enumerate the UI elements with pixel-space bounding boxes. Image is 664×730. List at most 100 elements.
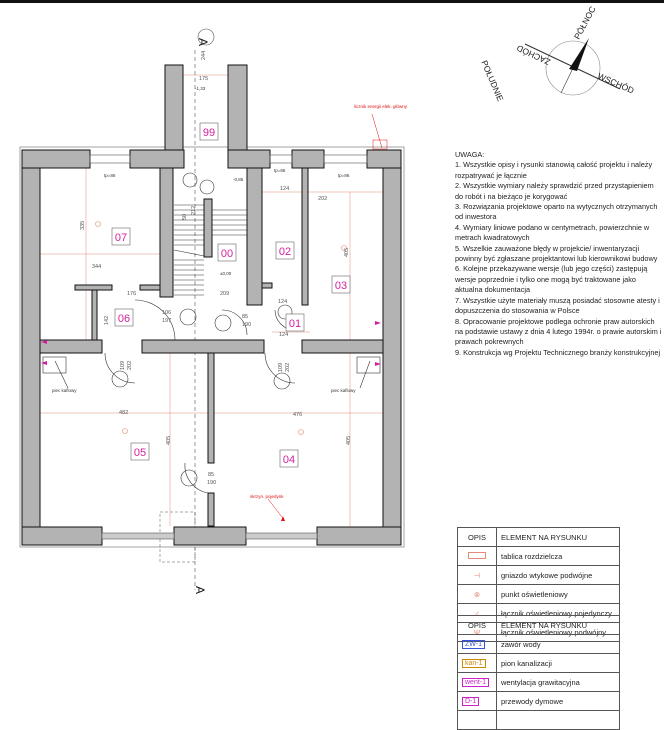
legend-row: gniazdo wtykowe podwójne <box>496 565 620 585</box>
svg-text:244: 244 <box>201 51 207 60</box>
note-item: 8. Opracowanie projektowe podlega ochron… <box>455 316 662 347</box>
legend-row: przewody dymowe <box>496 691 620 711</box>
svg-text:85: 85 <box>208 472 214 478</box>
svg-text:109: 109 <box>120 361 126 370</box>
building-outline <box>19 146 405 548</box>
room-99: 99 <box>203 127 215 139</box>
junction-label: skrzyn. pojedynk <box>250 494 284 499</box>
legend-header: ELEMENT NA RYSUNKU <box>496 615 620 635</box>
svg-text:202: 202 <box>285 363 291 372</box>
svg-text:405: 405 <box>346 436 352 445</box>
notes-title: UWAGA: <box>455 150 485 159</box>
svg-text:109: 109 <box>278 363 284 372</box>
tp-label: tp=85 <box>274 168 286 173</box>
svg-text:A: A <box>193 586 207 594</box>
svg-text:405: 405 <box>344 248 350 257</box>
socket-icon: ⊣ <box>457 565 497 585</box>
level-label: -0,85 <box>233 177 244 182</box>
svg-text:476: 476 <box>293 412 302 418</box>
note-item: 1. Wszystkie opisy i rysunki stanowią ca… <box>455 160 653 180</box>
water-valve-code: ZW-1 <box>462 640 485 649</box>
legend-header: OPIS <box>457 615 497 635</box>
room-07: 07 <box>115 232 127 244</box>
legend-header: OPIS <box>457 527 497 547</box>
svg-text:142: 142 <box>104 316 110 325</box>
ventilation-code: went-1 <box>462 678 490 687</box>
svg-text:106: 106 <box>162 310 171 316</box>
room-01: 01 <box>289 318 301 330</box>
stove-left <box>42 356 67 374</box>
svg-text:482: 482 <box>119 410 128 416</box>
svg-text:A: A <box>196 38 210 46</box>
dimension-labels: 175 124 244 335 344 176 142 106 197 85 1… <box>80 51 352 486</box>
legend-row: zawór wody <box>496 634 620 654</box>
north-arrow-icon <box>569 38 589 71</box>
level-label: ±0,00 <box>220 271 232 276</box>
lighting-points <box>95 221 347 435</box>
room-00: 00 <box>221 248 233 260</box>
note-item: 6. Kolejne przekazywane wersje (lub jego… <box>455 264 648 295</box>
svg-text:ZACHÓD: ZACHÓD <box>515 43 552 67</box>
tp-label: tp=86 <box>338 173 350 178</box>
level-label: -1,33 <box>195 86 206 91</box>
stove-right <box>356 356 381 374</box>
svg-text:POŁUDNIE: POŁUDNIE <box>479 59 505 103</box>
room-05: 05 <box>134 447 146 459</box>
svg-text:197: 197 <box>162 318 171 324</box>
svg-text:50: 50 <box>182 214 188 220</box>
svg-text:124: 124 <box>278 299 287 305</box>
light-point-icon: ⊗ <box>457 584 497 604</box>
tp-label: tp=86 <box>104 173 116 178</box>
legend-row: punkt oświetleniowy <box>496 584 620 604</box>
sewer-code: kan-1 <box>462 659 486 668</box>
windows <box>89 154 368 540</box>
svg-text:85: 85 <box>242 314 248 320</box>
legend-row: pion kanalizacji <box>496 653 620 673</box>
note-item: 2. Wszystkie wymiary należy sprawdzić pr… <box>455 181 654 201</box>
svg-text:212: 212 <box>191 206 197 215</box>
room-labels: 99 07 00 02 03 06 01 05 04 <box>111 122 351 468</box>
svg-text:124: 124 <box>279 332 288 338</box>
room-04: 04 <box>283 454 295 466</box>
svg-text:190: 190 <box>242 322 251 328</box>
installation-markers <box>41 321 381 521</box>
svg-text:202: 202 <box>318 196 327 202</box>
room-06: 06 <box>118 313 130 325</box>
room-03: 03 <box>335 280 347 292</box>
svg-text:PÓŁNOC: PÓŁNOC <box>572 5 598 41</box>
floor-plan: 99 07 00 02 03 06 01 05 04 175 124 244 3… <box>19 5 636 594</box>
note-item: 7. Wszystkie użyte materiały muszą posia… <box>455 295 660 316</box>
svg-text:190: 190 <box>207 480 216 486</box>
compass: PÓŁNOC WSCHÓD POŁUDNIE ZACHÓD <box>479 5 635 103</box>
stove-left-label: piec kaflowy <box>52 388 77 393</box>
notes: UWAGA: 1. Wszystkie opisy i rysunki stan… <box>455 150 663 358</box>
doors <box>104 172 296 494</box>
svg-text:176: 176 <box>127 291 136 297</box>
legend-header: ELEMENT NA RYSUNKU <box>496 527 620 547</box>
note-item: 5. Wszelkie zauważone błędy w projekcie/… <box>455 243 658 264</box>
svg-text:202: 202 <box>127 361 133 370</box>
stove-right-label: piec kaflowy <box>331 388 356 393</box>
svg-text:124: 124 <box>280 186 289 192</box>
meter-label: licznik energii elek. główny <box>354 104 408 109</box>
note-item: 9. Konstrukcja wg Projektu Technicznego … <box>455 347 661 357</box>
flue-code: D-1 <box>462 697 480 706</box>
distribution-board <box>372 139 388 150</box>
distribution-board-icon <box>468 551 486 559</box>
svg-text:209: 209 <box>220 291 229 297</box>
legend-row: wentylacja grawitacyjna <box>496 672 620 692</box>
svg-text:405: 405 <box>166 436 172 445</box>
top-border <box>0 0 664 3</box>
room-02: 02 <box>279 246 291 258</box>
staircase <box>173 204 247 296</box>
section-marker-bottom: A <box>193 586 207 594</box>
svg-text:175: 175 <box>199 76 208 82</box>
svg-text:335: 335 <box>80 221 86 230</box>
svg-text:WSCHÓD: WSCHÓD <box>596 71 635 96</box>
walls <box>21 64 402 546</box>
legend-row: tablica rozdzielcza <box>496 546 620 566</box>
note-item: 4. Wymiary liniowe podano w centymetrach… <box>455 222 650 243</box>
note-item: 3. Rozwiązania projektowe oparto na wyty… <box>455 202 658 222</box>
svg-text:344: 344 <box>92 264 101 270</box>
